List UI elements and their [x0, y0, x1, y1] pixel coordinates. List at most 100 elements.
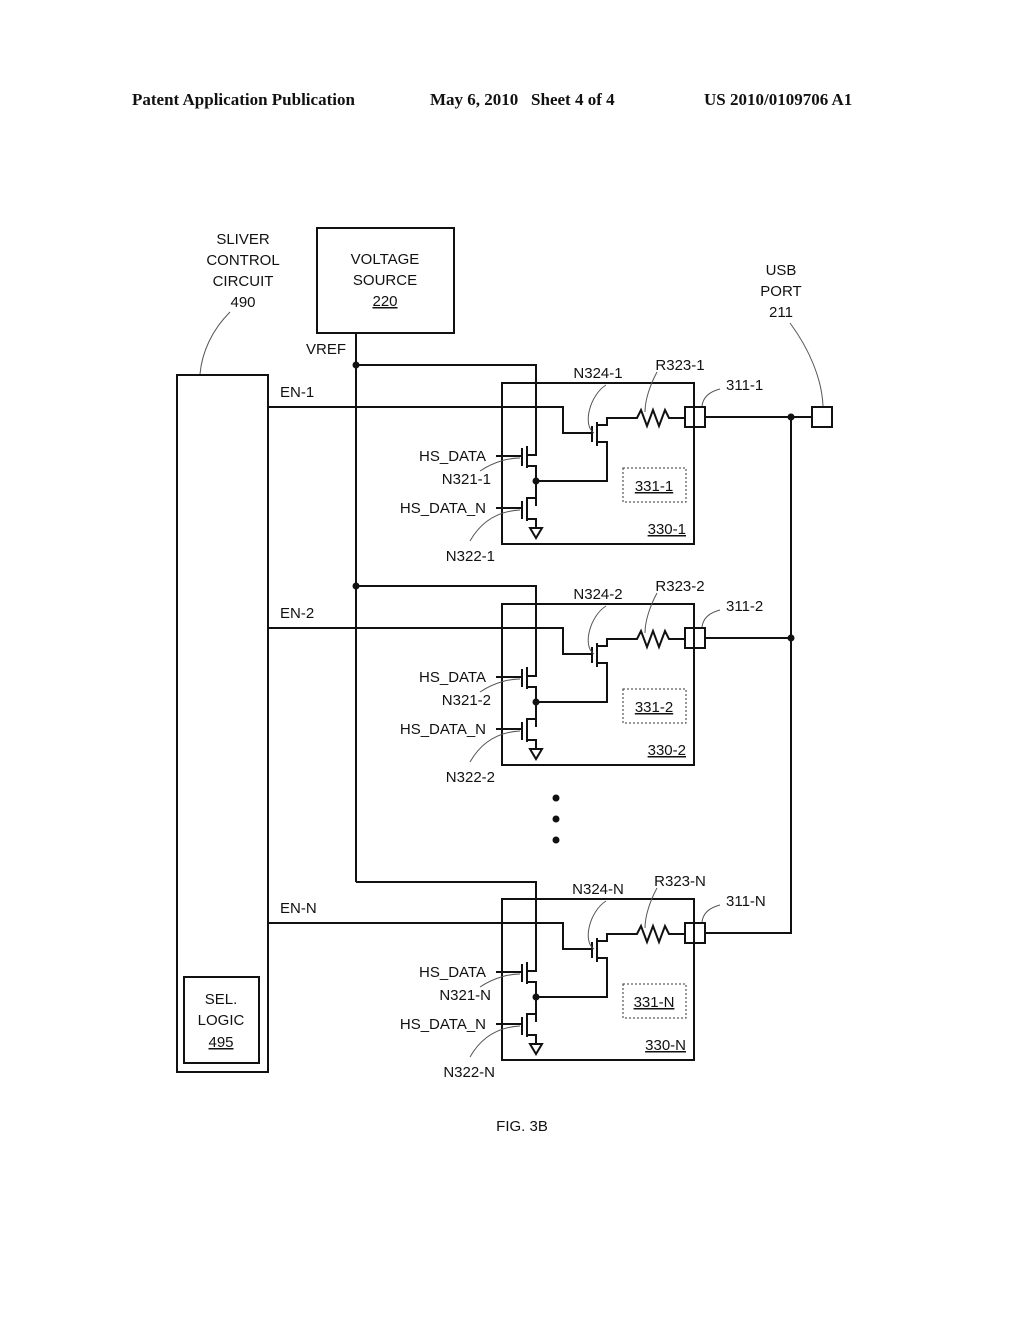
sliver-block-box [501, 898, 695, 1061]
junction-dot [532, 993, 540, 1001]
sliver-1: EN-1HS_DATA N321-1HS_DATA_N N322-1 N324-1 R3… [268, 357, 763, 565]
n322-transistor [496, 497, 537, 528]
vref-label: VREF [306, 341, 346, 358]
n322-transistor [496, 718, 537, 749]
n321-label: N321-N [439, 987, 491, 1004]
block-label: 330-N [645, 1037, 686, 1054]
n324-transistor [536, 417, 620, 482]
leader-line [469, 1025, 521, 1058]
voltage-source-label: VOLTAGE [351, 251, 420, 268]
enable-line [268, 627, 592, 655]
ellipsis-dot [552, 815, 560, 823]
n322-transistor [496, 1013, 537, 1044]
n324-label: N324-N [572, 881, 624, 898]
inner-block-box [622, 688, 687, 724]
sliver-block-box [501, 603, 695, 766]
n322-label: N322-1 [446, 548, 495, 565]
figure-caption: FIG. 3B [496, 1118, 548, 1135]
sliver-control-label: SLIVER CONTROL CIRCUIT 490 [206, 231, 279, 311]
hs-data-n-label: HS_DATA_N [400, 500, 486, 517]
sel-logic-box [183, 976, 260, 1064]
hs-data-label: HS_DATA [419, 669, 486, 686]
junction-dot [532, 477, 540, 485]
inner-block-label: 331-1 [635, 478, 673, 495]
block-label: 330-1 [648, 521, 686, 538]
output-pad [684, 922, 706, 944]
sliver-block-box [501, 382, 695, 545]
inner-block-label: 331-2 [635, 699, 673, 716]
leader-line [469, 509, 521, 542]
r323-label: R323-N [654, 873, 706, 890]
voltage-source-label: SOURCE [353, 272, 417, 289]
usb-port-pad [811, 406, 833, 428]
control-label-line: CIRCUIT [213, 273, 274, 290]
r323-resistor [620, 407, 685, 429]
usb-port-label: PORT [760, 283, 801, 300]
pad-label: 311-2 [726, 598, 763, 615]
enable-label: EN-1 [280, 384, 314, 401]
header-date-sheet: May 6, 2010 Sheet 4 of 4 [430, 90, 615, 109]
hs-data-label: HS_DATA [419, 448, 486, 465]
n324-label: N324-2 [573, 586, 622, 603]
enable-line [268, 922, 592, 950]
leader-line [701, 388, 721, 407]
block-label: 330-2 [648, 742, 686, 759]
usb-port-label: USB [766, 262, 797, 279]
voltage-source-box [316, 227, 455, 334]
vref-branch [356, 881, 537, 962]
control-label-line: SLIVER [216, 231, 270, 248]
enable-line [268, 406, 592, 434]
leader-line [644, 592, 658, 634]
leader-line [701, 609, 721, 628]
pad-label: 311-N [726, 893, 766, 910]
n321-label: N321-2 [442, 692, 491, 709]
leader-line [701, 904, 721, 923]
leader-line [469, 730, 521, 763]
output-pad [684, 627, 706, 649]
pad-label: 311-1 [726, 377, 763, 394]
ground-icon [528, 1043, 544, 1056]
vref-branch [356, 585, 537, 667]
header-publication: Patent Application Publication [132, 90, 355, 109]
n321-transistor [496, 667, 537, 727]
ground-icon [528, 527, 544, 540]
leader-line [789, 322, 824, 407]
ellipsis-dot [552, 794, 560, 802]
leader-line [644, 887, 658, 929]
n322-label: N322-2 [446, 769, 495, 786]
enable-label: EN-2 [280, 605, 314, 622]
output-pad [684, 406, 706, 428]
leader-line [479, 678, 521, 693]
sel-logic-label: SEL. [205, 991, 238, 1008]
leader-line [587, 384, 607, 434]
n321-label: N321-1 [442, 471, 491, 488]
n321-transistor [496, 446, 537, 506]
junction-dot [787, 634, 795, 642]
hs-data-n-label: HS_DATA_N [400, 1016, 486, 1033]
leader-line [199, 311, 231, 375]
sel-logic-number: 495 [208, 1034, 233, 1051]
junction-dot [532, 698, 540, 706]
r323-resistor [620, 923, 685, 945]
voltage-source-number: 220 [372, 293, 397, 310]
ellipsis-dot [552, 836, 560, 844]
usb-port-number: 211 [769, 304, 793, 321]
header-number: US 2010/0109706 A1 [704, 90, 853, 109]
n324-label: N324-1 [573, 365, 622, 382]
leader-line [587, 605, 607, 655]
hs-data-label: HS_DATA [419, 964, 486, 981]
vref-branch [356, 364, 537, 446]
leader-line [479, 457, 521, 472]
sel-logic-label: LOGIC [198, 1012, 245, 1029]
leader-line [587, 900, 607, 950]
r323-label: R323-1 [655, 357, 704, 374]
enable-label: EN-N [280, 900, 317, 917]
inner-block-label: 331-N [634, 994, 675, 1011]
r323-resistor [620, 628, 685, 650]
sliver-3: EN-N HS_DATA N321-N HS_DATA_N N322-N N324-N R3… [268, 873, 766, 1081]
inner-block-box [622, 983, 687, 1019]
output-bus [705, 417, 792, 934]
n321-transistor [496, 962, 537, 1022]
n322-label: N322-N [443, 1064, 495, 1081]
leader-line [644, 371, 658, 413]
